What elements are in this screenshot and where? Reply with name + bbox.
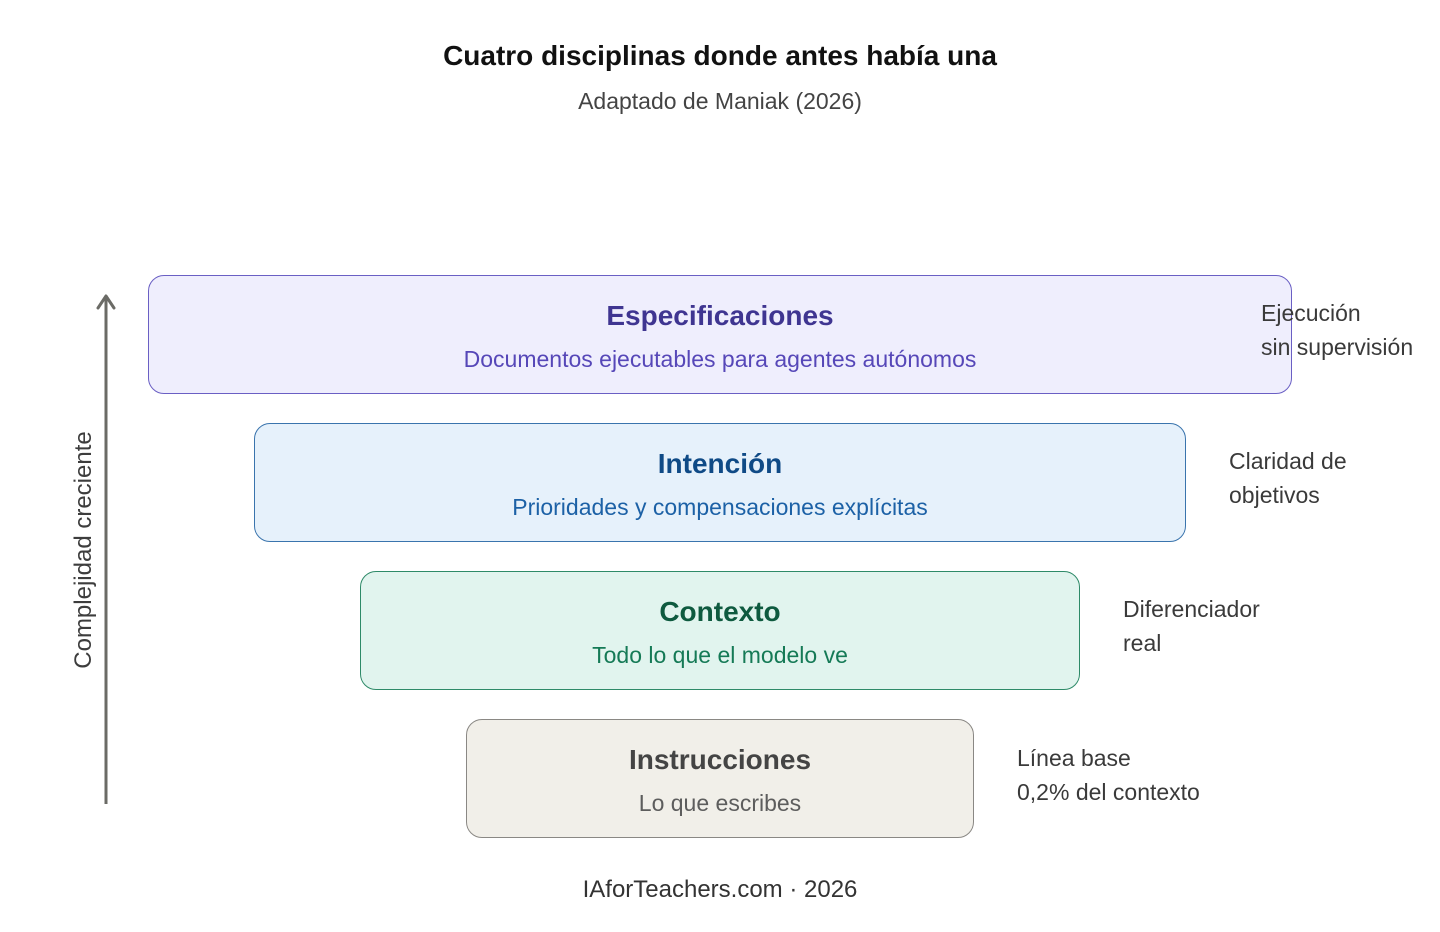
layer-especificaciones: Especificaciones Documentos ejecutables … xyxy=(148,275,1292,394)
axis-label: Complejidad creciente xyxy=(70,431,97,669)
note-line: Ejecución xyxy=(1261,300,1361,326)
diagram-subtitle: Adaptado de Maniak (2026) xyxy=(578,88,862,114)
note-line: Diferenciador xyxy=(1123,596,1260,622)
diagram-title: Cuatro disciplinas donde antes había una xyxy=(443,40,997,71)
note-line: Claridad de xyxy=(1229,448,1347,474)
layer-intencion: Intención Prioridades y compensaciones e… xyxy=(254,423,1186,542)
layer-name: Contexto xyxy=(659,596,781,627)
layer-description: Prioridades y compensaciones explícitas xyxy=(512,494,928,520)
layer-contexto: Contexto Todo lo que el modelo ve xyxy=(360,571,1080,690)
note-line: sin supervisión xyxy=(1261,334,1414,360)
layer-name: Especificaciones xyxy=(606,300,834,331)
note-contexto: Diferenciador real xyxy=(1123,592,1260,660)
layer-description: Documentos ejecutables para agentes autó… xyxy=(463,346,977,372)
layer-name: Intención xyxy=(657,448,783,479)
footer-credit: IAforTeachers.com · 2026 xyxy=(582,876,858,903)
layer-description: Lo que escribes xyxy=(638,790,802,816)
layer-name: Instrucciones xyxy=(628,744,812,775)
complexity-arrow-icon xyxy=(96,294,116,804)
note-line: objetivos xyxy=(1229,482,1320,508)
layer-description: Todo lo que el modelo ve xyxy=(592,642,848,668)
note-especificaciones: Ejecución sin supervisión xyxy=(1261,296,1413,364)
note-line: real xyxy=(1123,630,1162,656)
layer-instrucciones: Instrucciones Lo que escribes xyxy=(466,719,974,838)
note-line: Línea base xyxy=(1017,745,1131,771)
note-intencion: Claridad de objetivos xyxy=(1229,444,1347,512)
note-instrucciones: Línea base 0,2% del contexto xyxy=(1017,741,1200,809)
note-line: 0,2% del contexto xyxy=(1017,779,1200,805)
